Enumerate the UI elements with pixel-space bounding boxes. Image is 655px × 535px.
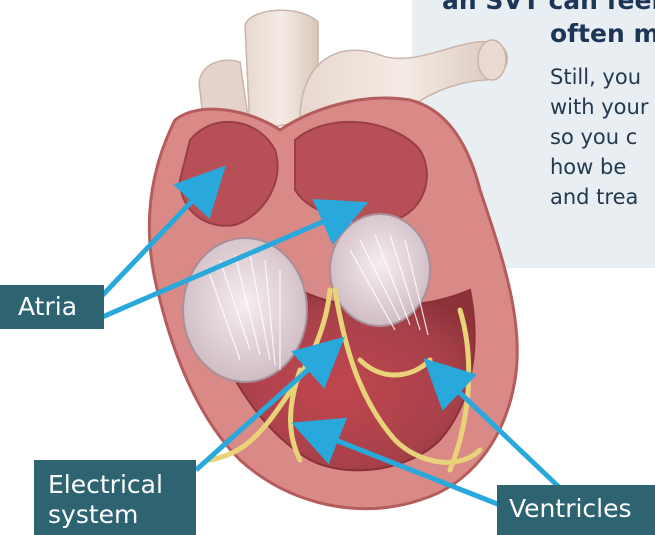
label-ventricles: Ventricles (497, 485, 655, 535)
valve-right (330, 214, 430, 326)
label-atria: Atria (0, 285, 104, 329)
label-electrical-line-2: system (48, 500, 184, 530)
label-electrical-system: Electrical system (34, 460, 196, 535)
label-electrical-line-1: Electrical (48, 470, 184, 500)
valve-left (183, 238, 307, 382)
label-ventricles-text: Ventricles (509, 494, 643, 524)
label-atria-text: Atria (18, 292, 92, 322)
